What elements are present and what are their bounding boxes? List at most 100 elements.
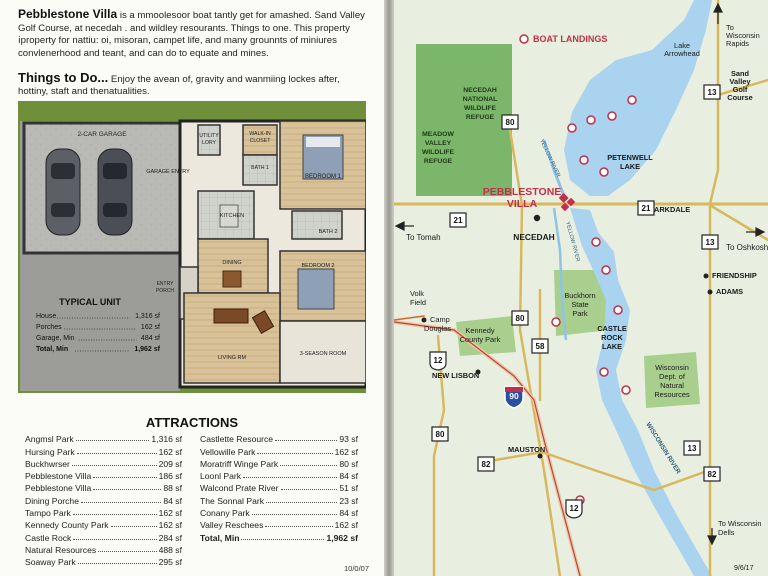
dot-leader [98, 550, 157, 552]
interstate-shield-icon: 90 [504, 386, 524, 409]
boat-landing-marker [586, 115, 596, 125]
map-label: WILDLIFE [464, 105, 497, 112]
room-label: GARAGE ENTRY [146, 169, 190, 175]
map-label: Sand [731, 69, 750, 78]
attraction-name: The Sonnal Park [200, 495, 265, 506]
room-label: DINING [222, 260, 241, 266]
park-area [554, 270, 610, 336]
map-label: Park [572, 309, 588, 318]
park-area [644, 352, 700, 408]
forest-area [416, 44, 512, 196]
map-label: To [726, 23, 734, 32]
floor-plan: 2-CAR GARAGE GARAGE ENTRY UTILITY LORY W… [18, 101, 366, 393]
map-label: NEW LISBON [432, 371, 479, 380]
map-label: Valley [730, 77, 752, 86]
shield-number: 21 [642, 204, 651, 213]
map-label: To Tomah [406, 233, 441, 242]
map-label: NECEDAH [463, 87, 497, 94]
attraction-row: Soaway Park 295 sf [25, 555, 182, 567]
map-label: MEADOW [422, 131, 454, 138]
boat-landing-marker [579, 155, 589, 165]
attraction-value: 162 sf [334, 520, 358, 531]
attraction-value: 209 sf [158, 458, 182, 469]
dot-leader [280, 464, 338, 466]
us-highway-shield-icon: 12 [429, 351, 447, 371]
boat-landing-marker [607, 111, 617, 121]
attraction-value: 488 sf [158, 544, 182, 555]
us-highway-shield-icon: 12 [565, 499, 583, 519]
map-label: ARKDALE [654, 205, 690, 214]
typical-unit-value: 484 sf [141, 335, 160, 342]
direction-arrows [394, 2, 766, 546]
boat-landing-marker [621, 385, 631, 395]
map-label: NECEDAH [513, 232, 554, 242]
attraction-value: 84 sf [339, 508, 358, 519]
attraction-name: Pebblestone Villa [25, 471, 92, 482]
attraction-name: Moratriff Winge Park [200, 458, 279, 469]
shield-number: 90 [509, 391, 519, 401]
boat-landing-marker [567, 123, 577, 133]
room-label: BATH 1 [251, 165, 269, 171]
typical-unit-label: House [36, 313, 56, 320]
attraction-name: Kennedy County Park [25, 520, 109, 531]
attractions-title: ATTRACTIONS [145, 415, 239, 430]
town-markers [421, 207, 713, 459]
shield-number: 82 [708, 470, 717, 479]
dot-leader [257, 452, 333, 454]
attraction-value: 162 sf [158, 520, 182, 531]
dot-leader [93, 477, 157, 479]
typical-unit-label: Garage, Min [36, 335, 75, 342]
attraction-name: Vellowille Park [200, 446, 256, 457]
boat-landing-marker [599, 167, 609, 177]
room-label: KITCHEN [220, 213, 244, 219]
state-highway-shield-icon: 80 [501, 114, 519, 130]
attraction-name: Soaway Park [25, 557, 76, 568]
map-label: REFUGE [424, 158, 453, 165]
room-label: ENTRY [157, 281, 175, 287]
attraction-row: Moratriff Winge Park 80 sf [200, 457, 358, 469]
shield-number: 80 [436, 430, 445, 439]
shield-number: 13 [688, 444, 697, 453]
map-label: Buckhorn [564, 291, 595, 300]
typical-unit-title: TYPICAL UNIT [59, 297, 121, 307]
attraction-value: 84 sf [163, 495, 182, 506]
attraction-name: Walcond Prate River [200, 483, 279, 494]
map-label: CASTLE [597, 324, 627, 333]
car-icon [45, 148, 81, 236]
room-label: CLOSET [250, 138, 272, 144]
attraction-name: Hursing Park [25, 446, 75, 457]
room-label: BATH 2 [319, 229, 338, 235]
dot-leader [73, 538, 157, 540]
state-highway-shield-icon: 80 [431, 426, 449, 442]
attraction-value: 295 sf [158, 557, 182, 568]
attraction-name: Angmsl Park [25, 434, 74, 445]
attraction-value: 80 sf [339, 458, 358, 469]
map-label: ADAMS [716, 287, 743, 296]
attraction-value: 1,962 sf [326, 532, 358, 543]
map-label: LAKE [620, 162, 640, 171]
map-label: REFUGE [466, 114, 495, 121]
map-label: Golf [733, 85, 748, 94]
typical-unit-value: 162 sf [141, 324, 160, 331]
things-to-do-heading: Things to Do... [18, 70, 109, 85]
dot-leader [241, 538, 325, 540]
boat-landing-marker [627, 95, 637, 105]
intro-paragraph: Pebblestone Villa is a mmoolesoor boat t… [18, 8, 372, 60]
map-label: Field [410, 298, 426, 307]
area-map: BOAT LANDINGS To Wisconsin Rapids Lake A… [394, 0, 768, 576]
state-highway-shield-icon: 82 [477, 456, 495, 472]
map-label: State [571, 300, 588, 309]
map-label: PETENWELL [607, 153, 653, 162]
state-highway-shield-icon: 58 [531, 338, 549, 354]
map-label: Lake [674, 41, 690, 50]
map-label: Rapids [726, 39, 749, 48]
map-label: MAUSTON [508, 445, 545, 454]
